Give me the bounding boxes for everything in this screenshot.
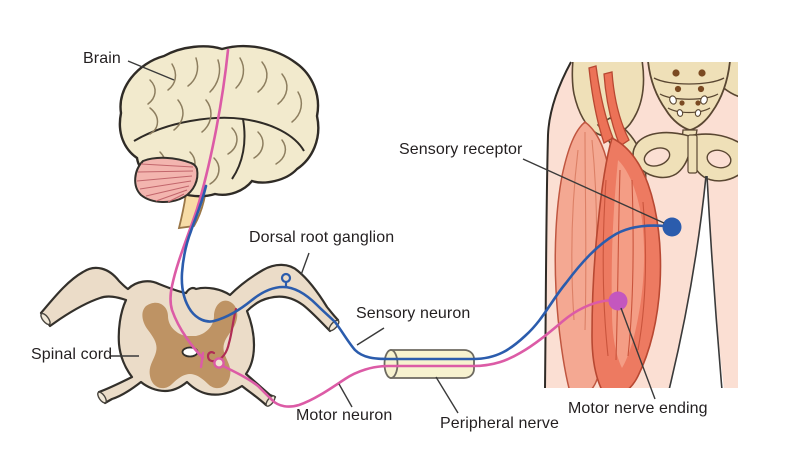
dorsal-root-ganglion-label: Dorsal root ganglion <box>249 229 395 246</box>
sacral-foramina-dots <box>672 69 706 106</box>
motor-synapse-terminal <box>199 351 205 369</box>
sacral-line <box>653 77 725 85</box>
peripheral-nerve-label: Peripheral nerve <box>440 415 559 432</box>
obturator-foramen-right <box>706 149 732 169</box>
inner-thigh-line <box>668 175 707 388</box>
muscle-fibers-front <box>602 169 647 361</box>
nerve-root-stubs <box>40 312 340 407</box>
brain-label: Brain <box>83 50 121 67</box>
leg-illustration <box>544 61 738 389</box>
muscle-highlight <box>611 160 645 368</box>
muscle-tendon-strap <box>588 65 614 144</box>
brain-illustration <box>118 44 320 230</box>
lateral-sulcus <box>133 116 305 180</box>
motor-neuron-pointer <box>338 383 353 408</box>
peripheral-nerve-pointer <box>435 376 459 414</box>
sensory-receptor-label: Sensory receptor <box>399 141 523 158</box>
hip-contour-line <box>544 61 572 389</box>
cerebellum-folia <box>136 163 194 203</box>
sensory-receptor-dot <box>662 217 682 237</box>
sacral-line <box>667 107 711 114</box>
motor-nerve-ending-pointer <box>620 307 656 400</box>
sensory-neuron-label: Sensory neuron <box>356 305 471 322</box>
inner-thigh-line <box>706 175 723 388</box>
pubis-bone <box>632 131 738 182</box>
spinal-cord-label: Spinal cord <box>31 346 113 363</box>
spinal-cord-body <box>39 263 340 407</box>
motor-neuron-axon-path <box>221 298 620 408</box>
peripheral-nerve-sheath <box>383 349 475 379</box>
sensory-neuron-path <box>180 184 667 361</box>
label-pointer-lines <box>110 60 665 414</box>
nerve-cylinder-end <box>383 349 399 379</box>
cerebellum <box>134 156 199 203</box>
sacral-foramina-holes <box>669 95 708 117</box>
sacral-line <box>659 93 719 100</box>
brain-pointer <box>127 60 175 81</box>
motor-neuron-descending-path <box>169 48 230 360</box>
pubic-symphysis <box>687 134 698 174</box>
motor-nerve-ending-dot <box>608 291 628 311</box>
drg-soma <box>280 272 292 284</box>
sensory-neuron-pointer <box>356 327 385 346</box>
motor-nerve-ending-label: Motor nerve ending <box>568 400 708 417</box>
drg-pointer <box>300 252 310 276</box>
motor-neuron-label: Motor neuron <box>296 407 393 424</box>
motor-neuron-soma <box>213 357 225 369</box>
obturator-foramen-left <box>643 147 671 167</box>
spinal-cord-illustration <box>39 263 340 407</box>
sensory-receptor-pointer <box>522 158 665 224</box>
nerve-cylinder <box>390 349 475 379</box>
